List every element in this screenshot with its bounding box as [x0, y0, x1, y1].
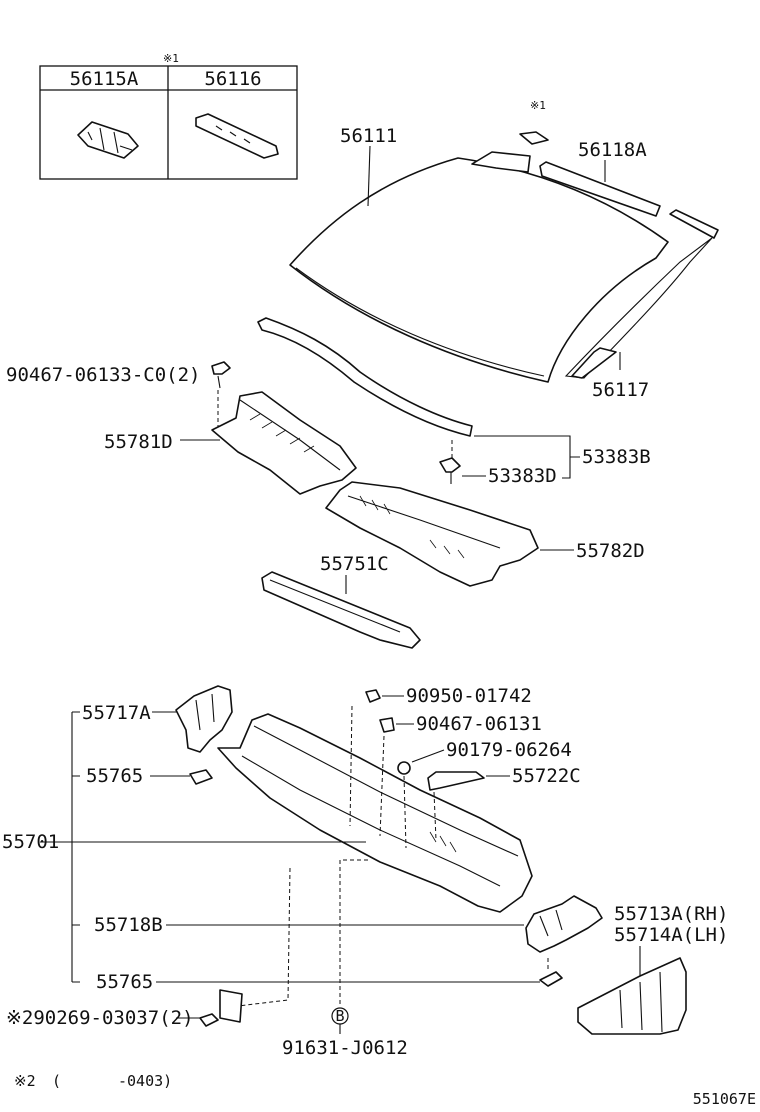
label-56111: 56111	[340, 125, 397, 147]
label-55781d: 55781D	[104, 431, 173, 453]
clip-90467-06131	[379, 717, 395, 733]
cowl-top-rh	[325, 481, 539, 587]
label-55717a: 55717A	[82, 702, 151, 724]
label-90467-06133: 90467-06133-C0(2)	[6, 364, 200, 386]
windshield-glass	[289, 157, 669, 383]
label-55782d: 55782D	[576, 540, 645, 562]
clip-53383d	[439, 457, 461, 484]
circle-b-label: B	[335, 1007, 344, 1025]
clip-small	[519, 131, 549, 145]
label-55713a: 55713A(RH)	[614, 903, 728, 925]
label-90179-06264: 90179-06264	[446, 739, 572, 761]
nut-90179	[397, 761, 411, 775]
rivet-90269	[199, 989, 243, 1027]
figure-id: 551067E	[693, 1090, 756, 1108]
inset-note-mark: ※1	[163, 52, 179, 65]
inset-col1-label: 56115A	[70, 68, 139, 90]
inset-col2-label: 56116	[204, 68, 261, 90]
label-53383d: 53383D	[488, 465, 557, 487]
label-55701: 55701	[2, 831, 59, 853]
pad-55765-upper	[189, 769, 213, 785]
label-56117: 56117	[592, 379, 649, 401]
label-55714a: 55714A(LH)	[614, 924, 728, 946]
nut-90950	[365, 689, 381, 703]
cowl-seal	[261, 571, 421, 649]
label-90467-06131: 90467-06131	[416, 713, 542, 735]
cowl-side-panel	[577, 957, 687, 1035]
screw-90467-06133	[211, 361, 231, 389]
label-53383b: 53383B	[582, 446, 651, 468]
footnote-range: -0403)	[118, 1072, 172, 1090]
strip-56116-drawing	[195, 113, 279, 159]
label-90269-03037: ※290269-03037(2)	[6, 1007, 194, 1029]
label-90950-01742: 90950-01742	[406, 685, 532, 707]
label-55765-lower: 55765	[96, 971, 153, 993]
bracket-55718b	[525, 895, 603, 953]
footnote-mark: ※2	[14, 1072, 36, 1090]
bracket-55717a	[175, 685, 233, 753]
label-56118a: 56118A	[578, 139, 647, 161]
note-mark-1: ※1	[530, 99, 546, 112]
moldings	[471, 151, 719, 379]
label-91631-j0612: 91631-J0612	[282, 1037, 408, 1059]
label-55765-upper: 55765	[86, 765, 143, 787]
inset-box: ※1 56115A 56116	[39, 52, 298, 180]
label-55722c: 55722C	[512, 765, 581, 787]
cowl-top-lh	[211, 391, 357, 495]
cowl-weatherstrip	[257, 317, 473, 437]
label-55718b: 55718B	[94, 914, 163, 936]
bracket-55722c	[427, 771, 485, 791]
cowl-panel-55701	[217, 713, 533, 913]
clip-56115a-drawing	[77, 121, 139, 159]
footnote-open: (	[52, 1072, 61, 1090]
pad-55765-lower	[539, 971, 563, 987]
label-55751c: 55751C	[320, 553, 389, 575]
